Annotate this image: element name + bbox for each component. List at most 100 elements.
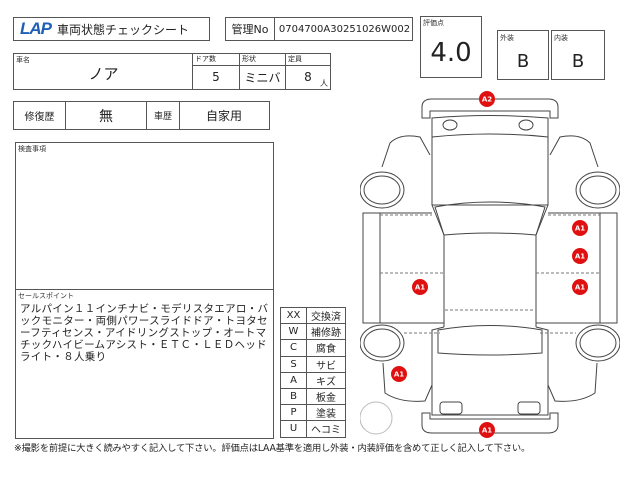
rear-window — [437, 325, 543, 356]
wheel-fr — [575, 171, 620, 209]
damage-mark: A1 — [572, 248, 588, 264]
taillight-left — [439, 401, 463, 415]
damage-mark-dot — [412, 279, 428, 295]
fender-rr — [547, 362, 598, 402]
headlight-left — [442, 119, 458, 131]
damage-mark-label: A1 — [575, 253, 585, 261]
score-label: 評価点 — [423, 19, 444, 27]
usage-value: 自家用 — [179, 102, 268, 129]
history-box: 修復歴 無 車歴 自家用 — [13, 101, 270, 130]
legend-meaning: 補修跡 — [306, 323, 346, 341]
legend-meaning: 板金 — [306, 387, 346, 406]
sales-label: セールスポイント — [18, 292, 74, 300]
damage-mark-dot — [572, 248, 588, 264]
damage-mark: A1 — [572, 220, 588, 236]
damage-mark-dot — [572, 279, 588, 295]
exterior-label: 外装 — [500, 34, 514, 42]
score-box: 評価点 4.0 — [420, 16, 482, 78]
car-name-label: 車名 — [16, 56, 30, 64]
reference-circle — [360, 401, 393, 435]
score-value: 4.0 — [430, 38, 472, 68]
damage-mark-label: A1 — [415, 284, 425, 292]
sales-text: アルパイン１１インチナビ・モデリスタエアロ・バックモニター・両側パワースライドド… — [20, 303, 269, 363]
damage-mark: A1 — [572, 279, 588, 295]
cabin — [443, 235, 537, 327]
interior-grade: B — [571, 50, 585, 72]
damage-mark-label: A1 — [394, 371, 404, 379]
side-left — [362, 212, 381, 324]
repair-value: 無 — [65, 102, 146, 129]
mgmt-label: 管理No — [231, 23, 269, 36]
sheet-title: 車両状態チェックシート — [57, 22, 190, 37]
footer-note: ※撮影を前提に大きく読みやすく記入して下さい。評価点はLAA基準を適用し外装・内… — [14, 443, 531, 454]
doors-value: 5 — [212, 70, 220, 84]
damage-mark-dot — [391, 366, 407, 382]
shape-label: 形状 — [240, 54, 285, 66]
legend-meaning: キズ — [306, 371, 346, 389]
side-right — [599, 212, 618, 324]
management-no-box: 管理No 0704700A30251026W002 — [225, 17, 413, 41]
damage-mark: A1 — [412, 279, 428, 295]
damage-mark-dot — [479, 91, 495, 107]
inspection-box: 検査事項 — [15, 142, 274, 290]
damage-mark-label: A1 — [575, 225, 585, 233]
usage-label: 車歴 — [146, 102, 179, 129]
legend-meaning: 腐食 — [306, 339, 346, 357]
legend-code: A — [280, 371, 307, 389]
fender-fl — [381, 135, 431, 168]
wheel-fl — [360, 171, 405, 209]
rear-bumper — [421, 412, 559, 434]
damage-mark-dot — [479, 422, 495, 438]
legend-code: U — [280, 420, 307, 438]
sales-point-box: セールスポイント アルパイン１１インチナビ・モデリスタエアロ・バックモニター・両… — [15, 289, 274, 439]
legend-meaning: 交換済 — [306, 306, 346, 325]
legend-code: B — [280, 387, 307, 406]
damage-mark-label: A1 — [575, 284, 585, 292]
legend-code: XX — [280, 306, 307, 325]
damage-mark-label: A1 — [482, 427, 492, 435]
title-box: LAP 車両状態チェックシート — [13, 17, 210, 41]
legend-meaning: 塗装 — [306, 404, 346, 422]
capacity-label: 定員 — [286, 54, 330, 66]
repair-label: 修復歴 — [24, 112, 55, 123]
fender-fr — [549, 135, 599, 168]
shape-value: ミニバ — [244, 70, 281, 85]
legend-code: W — [280, 323, 307, 341]
damage-mark-label: A2 — [482, 96, 492, 104]
headlight-right — [518, 119, 534, 131]
legend-code: S — [280, 355, 307, 373]
interior-box: 内装 B — [551, 30, 605, 80]
front-bumper — [421, 98, 559, 119]
fender-rl — [382, 362, 433, 402]
legend-code: P — [280, 404, 307, 422]
capacity-unit: 人 — [320, 79, 328, 88]
legend-meaning: ヘコミ — [306, 420, 346, 438]
wheel-rr — [575, 324, 620, 362]
damage-mark-dot — [572, 220, 588, 236]
front-body — [431, 115, 549, 206]
inspection-label: 検査事項 — [18, 145, 46, 153]
legend-meaning: サビ — [306, 355, 346, 373]
interior-label: 内装 — [554, 34, 568, 42]
damage-mark: A1 — [391, 366, 407, 382]
legend-code: C — [280, 339, 307, 357]
mgmt-no: 0704700A30251026W002 — [274, 18, 414, 40]
exterior-grade: B — [516, 50, 530, 72]
vehicle-box: 車名 ノア ドア数 5 形状 ミニバ 定員 8 人 — [13, 53, 331, 90]
car-name: ノア — [88, 64, 119, 83]
doors-label: ドア数 — [193, 54, 239, 66]
lap-logo: LAP — [20, 19, 52, 38]
rear-body — [431, 204, 549, 416]
damage-mark: A2 — [479, 91, 495, 107]
exterior-box: 外装 B — [497, 30, 549, 80]
taillight-right — [517, 401, 541, 415]
